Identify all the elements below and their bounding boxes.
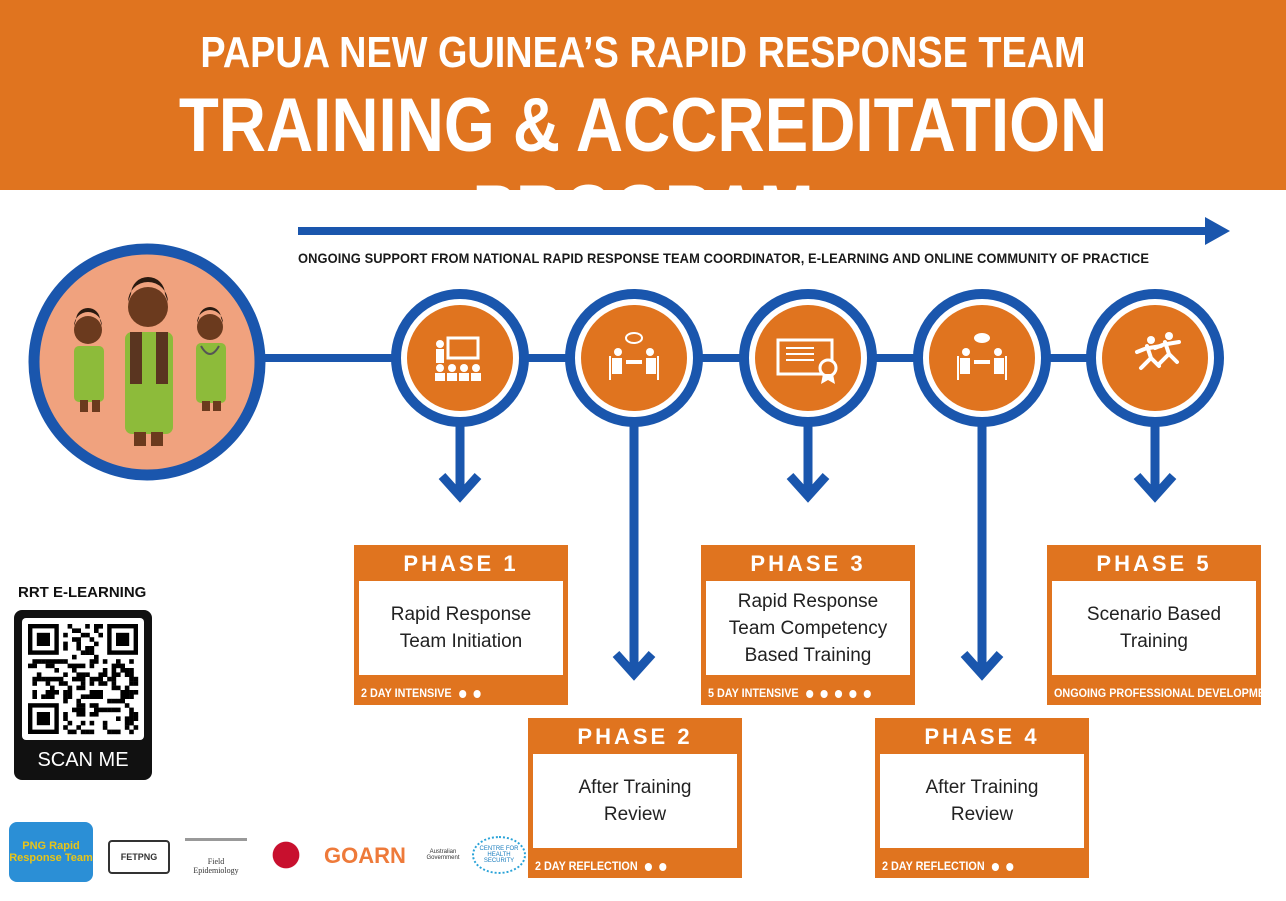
phase-description-line: Team Competency bbox=[728, 617, 888, 639]
phase-arrow-2 bbox=[612, 424, 656, 681]
phase-arrow-4 bbox=[960, 424, 1004, 681]
ongoing-arrow bbox=[298, 217, 1230, 245]
phase-duration: 5 DAY INTENSIVE bbox=[708, 686, 871, 700]
phase-description-line: Rapid Response bbox=[737, 590, 879, 612]
phase-description-line: After Training bbox=[925, 777, 1039, 798]
png-rrt-logo-text: PNG Rapid Response Team bbox=[9, 840, 93, 864]
phase-duration-label: ONGOING PROFESSIONAL DEVELOPMENT bbox=[1054, 686, 1280, 700]
phase-description-line: Review bbox=[603, 804, 667, 825]
field-epidemiology-logo-text: Field Epidemiology bbox=[193, 857, 239, 875]
phase-duration: ONGOING PROFESSIONAL DEVELOPMENT bbox=[1054, 686, 1279, 700]
discussion-icon bbox=[609, 332, 659, 380]
duration-dot bbox=[991, 862, 1000, 871]
presentation-icon bbox=[435, 336, 481, 381]
duration-dot bbox=[834, 689, 842, 698]
phase-description-line: Based Training bbox=[744, 644, 872, 666]
phase-step-2 bbox=[565, 289, 703, 427]
phase-arrow-1 bbox=[438, 424, 482, 503]
phase-duration-label: 2 DAY INTENSIVE bbox=[361, 686, 452, 700]
running-people-icon bbox=[1135, 332, 1181, 370]
review-meeting-icon bbox=[957, 333, 1007, 380]
phase-duration: 2 DAY REFLECTION bbox=[535, 859, 667, 873]
page-title: TRAINING & ACCREDITATION PROGRAM bbox=[178, 83, 1108, 255]
phase-title: PHASE 2 bbox=[577, 724, 693, 749]
phase-arrow-3 bbox=[786, 424, 830, 503]
phase-description-line: Review bbox=[950, 804, 1014, 825]
duration-dot bbox=[659, 862, 667, 871]
phase-duration-label: 2 DAY REFLECTION bbox=[535, 859, 638, 873]
duration-dot bbox=[1006, 862, 1014, 871]
australian-government-logo-text: Australian Government bbox=[426, 849, 460, 861]
ongoing-support-text: ONGOING SUPPORT FROM NATIONAL RAPID RESP… bbox=[298, 250, 1150, 266]
phase-duration: 2 DAY REFLECTION bbox=[882, 859, 1014, 873]
certificate-icon bbox=[776, 338, 838, 384]
duration-dot bbox=[458, 689, 467, 698]
health-security-logo: CENTRE FOR HEALTH SECURITY bbox=[472, 836, 526, 874]
qr-code[interactable] bbox=[22, 618, 144, 740]
duration-dot bbox=[644, 862, 653, 871]
goarn-logo: GOARN bbox=[322, 842, 408, 870]
australian-government-logo: Australian Government bbox=[420, 842, 466, 868]
title-top: PAPUA NEW GUINEA’S RAPID RESPONSE TEAM bbox=[200, 28, 1086, 77]
phase-duration-label: 2 DAY REFLECTION bbox=[882, 859, 985, 873]
duration-dot bbox=[805, 689, 814, 698]
qr-code-panel[interactable]: SCAN ME bbox=[14, 610, 152, 780]
phase-description-line: Scenario Based bbox=[1086, 604, 1222, 625]
duration-dot bbox=[863, 689, 871, 698]
phase-step-5 bbox=[1086, 289, 1224, 427]
duration-dot bbox=[820, 689, 828, 698]
phase-duration-label: 5 DAY INTENSIVE bbox=[708, 686, 799, 700]
qr-label: RRT E-LEARNING bbox=[18, 584, 147, 601]
phase-title: PHASE 1 bbox=[403, 551, 519, 576]
phase-title: PHASE 5 bbox=[1096, 551, 1212, 576]
goarn-logo-text: GOARN bbox=[324, 843, 406, 868]
phase-description-line: Rapid Response bbox=[390, 604, 532, 625]
duration-dot bbox=[849, 689, 857, 698]
team-people-illustration bbox=[28, 243, 266, 481]
header-banner: PAPUA NEW GUINEA’S RAPID RESPONSE TEAM T… bbox=[0, 0, 1286, 255]
phase-arrow-5 bbox=[1133, 424, 1177, 503]
phase-description-line: Training bbox=[1120, 631, 1188, 652]
fetpng-logo: FETPNG bbox=[108, 840, 170, 874]
phase-duration: 2 DAY INTENSIVE bbox=[361, 686, 481, 700]
qr-code-icon bbox=[28, 624, 139, 735]
duration-dot bbox=[473, 689, 481, 698]
health-security-logo-text: CENTRE FOR HEALTH SECURITY bbox=[479, 846, 519, 864]
png-ndoh-logo bbox=[266, 834, 306, 876]
phase-description-line: Team Initiation bbox=[399, 631, 523, 652]
phase-title: PHASE 4 bbox=[924, 724, 1040, 749]
field-epidemiology-logo: Field Epidemiology bbox=[185, 838, 247, 875]
png-rrt-logo: PNG Rapid Response Team bbox=[9, 822, 93, 882]
phase-step-1 bbox=[391, 289, 529, 427]
fetpng-logo-text: FETPNG bbox=[120, 852, 158, 862]
phase-description-line: After Training bbox=[578, 777, 692, 798]
phase-step-3 bbox=[739, 289, 877, 427]
phase-title: PHASE 3 bbox=[750, 551, 866, 576]
phase-step-4 bbox=[913, 289, 1051, 427]
scan-me-text: SCAN ME bbox=[37, 749, 129, 771]
